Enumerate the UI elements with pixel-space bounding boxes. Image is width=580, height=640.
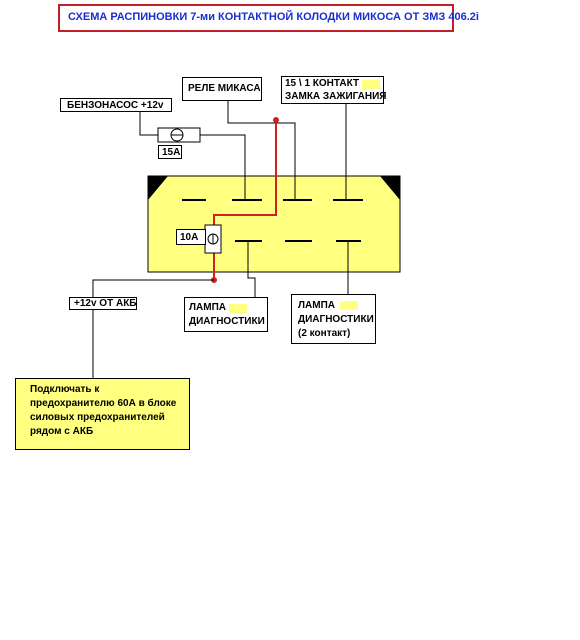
red-junction-top	[273, 117, 279, 123]
lamp1-highlight	[229, 304, 247, 313]
relay-label: РЕЛЕ МИКАСА	[188, 83, 261, 94]
wire-junction-battery	[92, 279, 214, 297]
note-box: Подключать к предохранителю 60А в блоке …	[15, 378, 190, 450]
fuse-10-box: 10А	[176, 229, 206, 245]
note-line-1: Подключать к	[30, 384, 100, 395]
ignition-label-1: 15 \ 1 КОНТАКТ	[285, 78, 360, 89]
fuel-pump-box: БЕНЗОНАСОС +12v	[60, 98, 172, 112]
relay-box: РЕЛЕ МИКАСА	[182, 77, 262, 101]
fuse-10a	[204, 224, 222, 254]
lamp1-label-1: ЛАМПА	[189, 302, 226, 313]
lamp2-highlight	[340, 301, 358, 310]
lamp1-box: ЛАМПА ДИАГНОСТИКИ	[184, 297, 268, 332]
wire-relay	[227, 101, 296, 200]
connector-right-key	[380, 176, 400, 200]
battery-box: +12v ОТ АКБ	[69, 297, 137, 310]
lamp2-box: ЛАМПА ДИАГНОСТИКИ (2 контакт)	[291, 294, 376, 344]
wire-lamp1	[247, 241, 256, 298]
connector-left-key	[148, 176, 168, 200]
diagram-title: СХЕМА РАСПИНОВКИ 7-ми КОНТАКТНОЙ КОЛОДКИ…	[58, 4, 479, 32]
note-line-4: рядом с АКБ	[30, 426, 94, 437]
lamp1-label-2: ДИАГНОСТИКИ	[189, 316, 265, 327]
lamp2-label-1: ЛАМПА	[298, 300, 335, 311]
note-line-2: предохранителю 60А в блоке	[30, 398, 177, 409]
battery-label: +12v ОТ АКБ	[74, 298, 137, 309]
note-line-3: силовых предохранителей	[30, 412, 165, 423]
fuel-pump-label: БЕНЗОНАСОС +12v	[67, 100, 164, 111]
connector-body	[147, 175, 401, 273]
fuse-15-box: 15А	[158, 145, 182, 159]
ignition-box: 15 \ 1 КОНТАКТ ЗАМКА ЗАЖИГАНИЯ	[281, 76, 387, 104]
fuse-10-label: 10А	[180, 232, 199, 243]
fuse-15-label: 15А	[162, 147, 181, 158]
lamp2-label-2: ДИАГНОСТИКИ	[298, 314, 374, 325]
fuse-15a	[157, 127, 201, 143]
ignition-label-2: ЗАМКА ЗАЖИГАНИЯ	[285, 91, 387, 102]
ignition-highlight	[362, 80, 380, 89]
lamp2-label-3: (2 контакт)	[298, 328, 351, 339]
